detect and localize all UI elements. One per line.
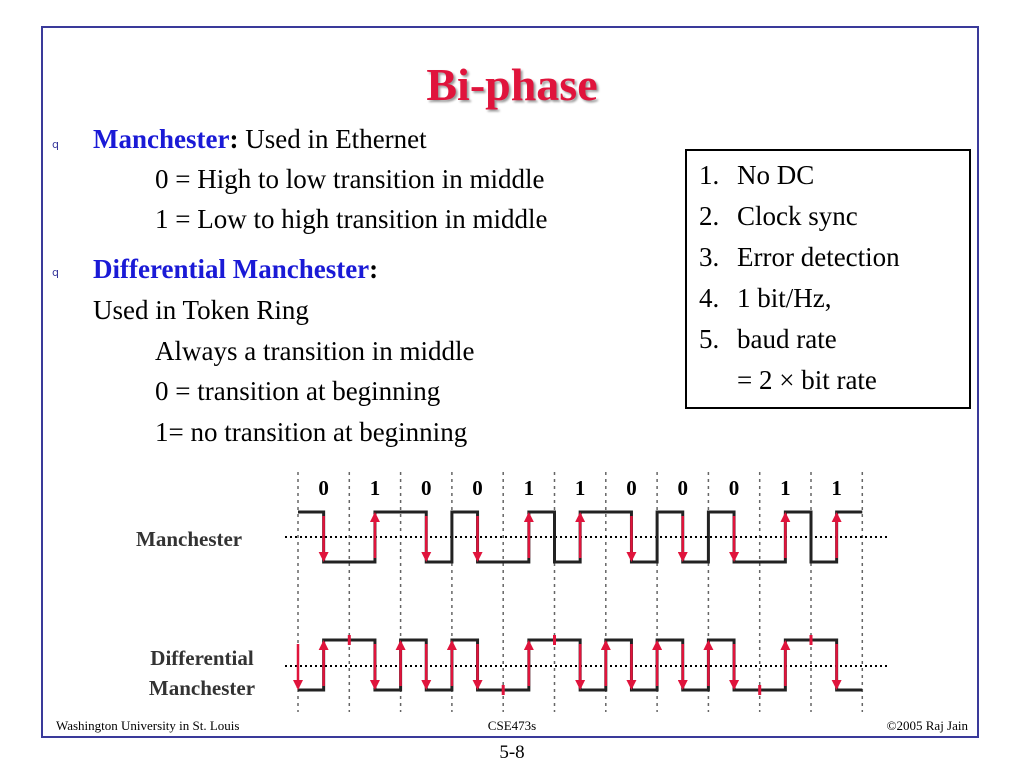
slide-frame — [41, 26, 979, 738]
bullet-marker: q — [52, 138, 59, 151]
footer-university: Washington University in St. Louis — [56, 718, 240, 733]
manchester-desc: Used in Ethernet — [238, 124, 427, 154]
diff-manchester-line-2: Always a transition in middle — [155, 336, 475, 366]
bit-label: 0 — [472, 476, 483, 500]
property-text: Clock sync — [737, 201, 858, 231]
property-number: 1. — [699, 160, 720, 190]
property-number: 3. — [699, 242, 720, 272]
diff-manchester-colon: : — [369, 254, 379, 284]
manchester-colon: : — [229, 124, 239, 154]
bit-label: 0 — [729, 476, 740, 500]
diff-manchester-signal-label-2: Manchester — [148, 676, 256, 700]
bit-label: 1 — [370, 476, 381, 500]
manchester-heading: Manchester: Used in Ethernet — [93, 124, 427, 155]
property-number: 5. — [699, 324, 720, 354]
diff-manchester-term: Differential Manchester — [93, 254, 370, 284]
bit-label: 1 — [575, 476, 586, 500]
footer-copyright: ©2005 Raj Jain — [886, 718, 968, 733]
bit-label: 0 — [421, 476, 432, 500]
manchester-rule-1: 1 = Low to high transition in middle — [155, 204, 548, 234]
manchester-signal-label: Manchester — [136, 527, 243, 551]
property-text: = 2 × bit rate — [737, 365, 877, 395]
bit-label: 0 — [318, 476, 329, 500]
bit-label: 1 — [524, 476, 535, 500]
bit-label: 1 — [831, 476, 842, 500]
manchester-rule-0: 0 = High to low transition in middle — [155, 164, 545, 194]
bit-label: 0 — [678, 476, 689, 500]
diff-manchester-line-1: Used in Token Ring — [93, 295, 309, 325]
property-text: 1 bit/Hz, — [737, 283, 832, 313]
diff-manchester-signal-label-1: Differential — [150, 646, 254, 670]
manchester-term: Manchester — [93, 124, 230, 154]
property-number: 4. — [699, 283, 720, 313]
diff-manchester-line-4: 1= no transition at beginning — [155, 417, 468, 447]
diff-manchester-line-3: 0 = transition at beginning — [155, 376, 441, 406]
property-text: No DC — [737, 160, 815, 190]
property-text: baud rate — [737, 324, 837, 354]
slide-number: 5-8 — [499, 742, 525, 763]
bit-label: 1 — [780, 476, 791, 500]
property-text: Error detection — [737, 242, 900, 272]
diff-manchester-heading: Differential Manchester: — [93, 254, 378, 285]
properties-box: 1. No DC 2. Clock sync 3. Error detectio… — [685, 149, 971, 409]
bullet-marker: q — [52, 266, 59, 279]
bit-label: 0 — [626, 476, 637, 500]
footer-course: CSE473s — [487, 718, 537, 733]
property-number: 2. — [699, 201, 720, 231]
slide-title: Bi-phase — [426, 59, 598, 110]
